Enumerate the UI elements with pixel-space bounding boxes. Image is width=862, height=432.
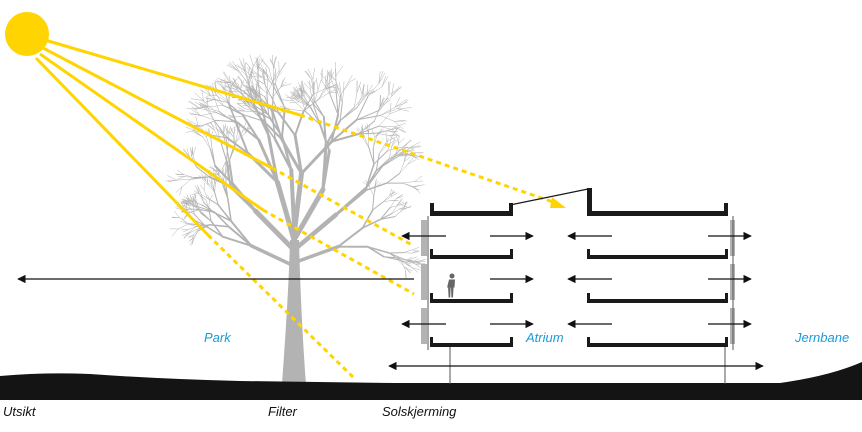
upstand-left-3b xyxy=(510,337,513,345)
sun-ray-2 xyxy=(42,46,273,170)
floor-left-3 xyxy=(430,343,513,347)
tree-trunk xyxy=(282,240,306,384)
label-park: Park xyxy=(204,330,231,345)
floor-left-2 xyxy=(430,299,513,303)
ground xyxy=(0,362,862,400)
upstand-right-2b xyxy=(725,293,728,301)
person-icon xyxy=(447,273,455,298)
flow-arrows xyxy=(17,231,764,371)
upstand-right-1a xyxy=(587,249,590,257)
tree-branches xyxy=(249,244,341,267)
label-jernbane: Jernbane xyxy=(795,330,850,345)
sun-ray-4-dashed xyxy=(206,233,356,380)
sun-ray-arrowhead xyxy=(550,197,566,208)
parapet-right-a xyxy=(587,188,592,214)
building-right xyxy=(587,188,735,350)
floor-right-3 xyxy=(587,343,728,347)
upstand-right-3a xyxy=(587,337,590,345)
sunscreen-left-2 xyxy=(421,264,427,300)
sun-rays-dashed xyxy=(206,113,557,380)
tree-branches xyxy=(291,212,339,253)
sun-ray-1 xyxy=(44,38,301,117)
sun-ray-1-dashed xyxy=(299,113,557,205)
floor-right-1 xyxy=(587,255,728,259)
roof-right xyxy=(587,211,728,216)
tree-branches xyxy=(165,54,427,279)
sunscreen-left-1 xyxy=(421,220,427,256)
upstand-left-3a xyxy=(430,337,433,345)
floor-right-2 xyxy=(587,299,728,303)
upstand-right-2a xyxy=(587,293,590,301)
upstand-left-2b xyxy=(510,293,513,301)
roof-left xyxy=(430,211,513,216)
parapet-left-b xyxy=(509,203,513,213)
tree-branches xyxy=(188,81,405,263)
sun-ray-2-dashed xyxy=(271,166,415,248)
building-left xyxy=(421,203,513,350)
label-utsikt: Utsikt xyxy=(3,404,36,419)
sun-icon xyxy=(5,12,49,56)
upstand-right-1b xyxy=(725,249,728,257)
floor-left-1 xyxy=(430,255,513,259)
atrium-roof xyxy=(509,188,589,206)
upstand-left-1b xyxy=(510,249,513,257)
tree-branches xyxy=(273,135,293,172)
label-filter: Filter xyxy=(268,404,297,419)
upstand-left-1a xyxy=(430,249,433,257)
sun-ray-4 xyxy=(34,56,210,237)
label-atrium: Atrium xyxy=(526,330,564,345)
label-solskjerming: Solskjerming xyxy=(382,404,457,419)
parapet-left-a xyxy=(430,203,434,213)
parapet-right-b xyxy=(724,203,728,213)
sunscreen-left-3 xyxy=(421,308,427,344)
tree-branches xyxy=(252,171,326,253)
sun-ray-3 xyxy=(39,52,264,212)
tree-branches xyxy=(203,112,390,258)
upstand-right-3b xyxy=(725,337,728,345)
sun-rays xyxy=(34,38,301,237)
upstand-left-2a xyxy=(430,293,433,301)
sun-ray-3-dashed xyxy=(262,208,415,296)
